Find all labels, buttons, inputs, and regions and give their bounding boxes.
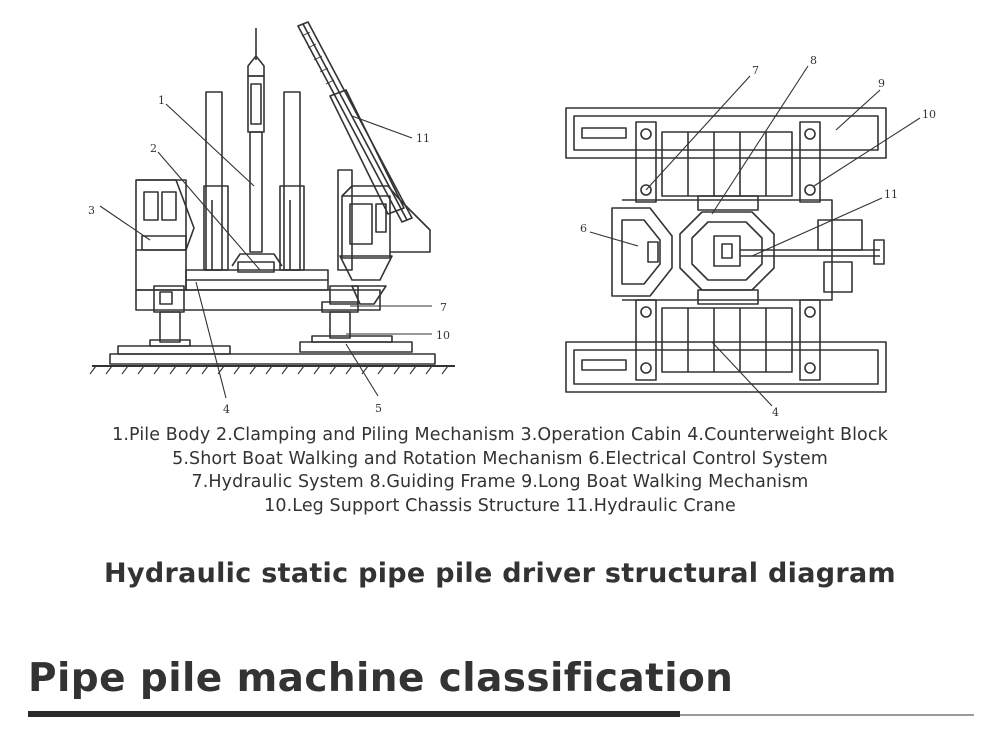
legend-line: 5.Short Boat Walking and Rotation Mechan… (172, 448, 828, 469)
diagram-caption: Hydraulic static pipe pile driver struct… (104, 558, 896, 589)
callout-side-10: 10 (436, 329, 450, 342)
callout-top-9: 9 (878, 77, 885, 90)
legend-line: 7.Hydraulic System 8.Guiding Frame 9.Lon… (191, 472, 809, 492)
top-view-drawing (565, 107, 887, 393)
section-title-underline (28, 711, 680, 717)
callout-side-3: 3 (88, 204, 95, 217)
callout-side-5: 5 (375, 402, 382, 415)
callout-side-7: 7 (440, 301, 447, 314)
callout-top-11: 11 (884, 188, 898, 201)
callout-side-2: 2 (150, 142, 157, 155)
callout-top-7: 7 (752, 64, 759, 77)
legend-line: 1.Pile Body 2.Clamping and Piling Mechan… (112, 425, 888, 445)
structural-diagram: 1 2 3 4 5 7 10 11 4 6 7 8 9 10 11 (88, 21, 936, 419)
callout-top-10: 10 (922, 108, 936, 121)
side-view-drawing (89, 21, 455, 375)
callout-side-4: 4 (223, 403, 230, 416)
callout-side-11: 11 (416, 132, 430, 145)
callout-top-6: 6 (580, 222, 587, 235)
callout-top-8: 8 (810, 54, 817, 67)
callout-top-4: 4 (772, 406, 779, 419)
section-title: Pipe pile machine classification (28, 656, 734, 701)
callout-side-1: 1 (158, 94, 165, 107)
diagram-legend: 1.Pile Body 2.Clamping and Piling Mechan… (0, 424, 1000, 518)
legend-line: 10.Leg Support Chassis Structure 11.Hydr… (264, 495, 736, 516)
